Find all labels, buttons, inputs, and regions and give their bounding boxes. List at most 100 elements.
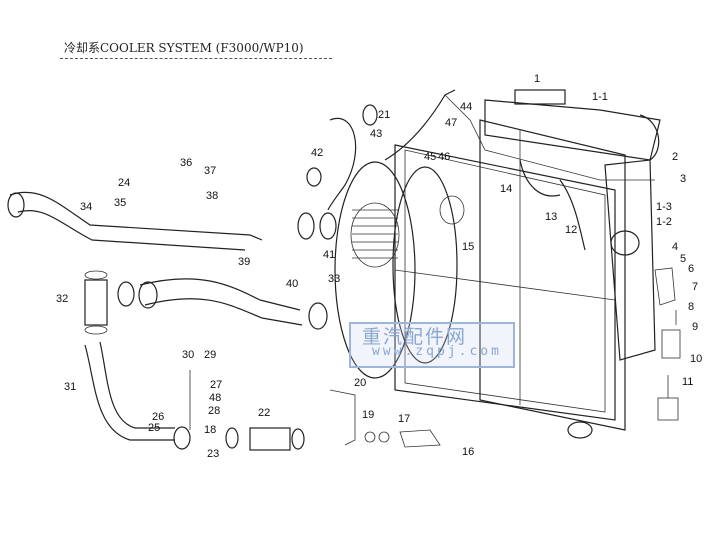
radiator-outlet-pipe — [567, 421, 593, 439]
callout-1-1: 1-1 — [592, 91, 608, 103]
pipe-34-lower — [17, 210, 246, 251]
callout-5: 5 — [680, 253, 686, 265]
callout-18: 18 — [204, 424, 216, 436]
callout-2: 2 — [672, 151, 678, 163]
callout-38: 38 — [206, 190, 218, 202]
bracket-17 — [399, 429, 441, 448]
clamp-33-left-a — [117, 281, 135, 307]
callout-39: 39 — [238, 256, 250, 268]
callout-12: 12 — [565, 224, 577, 236]
hose-31-a — [84, 344, 175, 441]
fan-coupling — [350, 202, 400, 268]
callout-33: 33 — [328, 273, 340, 285]
pipe-3 — [444, 94, 655, 181]
fitting-25 — [173, 426, 191, 450]
callout-14: 14 — [500, 183, 512, 195]
callout-28: 28 — [208, 405, 220, 417]
callout-43: 43 — [370, 128, 382, 140]
diagram-title: 冷却系COOLER SYSTEM (F3000/WP10) — [64, 41, 304, 55]
clamp-21-top — [362, 104, 378, 126]
callout-45: 45 — [424, 151, 436, 163]
radiator-mid-line — [394, 269, 616, 301]
callout-8: 8 — [688, 301, 694, 313]
callout-34: 34 — [80, 201, 92, 213]
bracket-7 — [654, 267, 676, 306]
callout-17: 17 — [398, 413, 410, 425]
charge-air-pipes — [7, 191, 337, 335]
callout-42: 42 — [311, 147, 323, 159]
upper-hose-12 — [519, 159, 561, 197]
callout-16: 16 — [462, 446, 474, 458]
callout-25: 25 — [148, 422, 160, 434]
sleeve-32 — [84, 279, 108, 326]
watermark-name: 重汽配件网 — [362, 326, 468, 348]
callout-11: 11 — [682, 376, 693, 388]
callout-10: 10 — [690, 353, 702, 365]
plate-9 — [661, 329, 681, 359]
callout-37: 37 — [204, 165, 216, 177]
callout-6: 6 — [688, 263, 694, 275]
pipe-end-left — [7, 192, 25, 218]
hose-43 — [327, 117, 357, 211]
pipe-40-lower — [144, 298, 303, 326]
filler-neck — [639, 114, 660, 161]
callout-27: 27 — [210, 379, 222, 391]
callout-30: 30 — [182, 349, 194, 361]
callout-46: 46 — [438, 151, 450, 163]
upper-coolant-lines — [306, 89, 655, 211]
callout-31: 31 — [64, 381, 76, 393]
callout-21: 21 — [378, 109, 390, 121]
shroud-ring-outer — [334, 161, 416, 379]
pad-11 — [657, 397, 679, 421]
callout-41: 41 — [323, 249, 335, 261]
shroud-ring-inner — [392, 166, 458, 364]
callout-29: 29 — [204, 349, 216, 361]
callout-13: 13 — [545, 211, 557, 223]
callout-3: 3 — [680, 173, 686, 185]
clamp-41 — [319, 212, 337, 240]
callout-22: 22 — [258, 407, 270, 419]
pipe-34-upper — [9, 191, 263, 241]
clamp-21-sleeve-top — [84, 270, 108, 280]
title-underline — [60, 58, 332, 59]
callout-1-2: 1-2 — [656, 216, 672, 228]
radiator-core-inner — [404, 149, 606, 413]
callout-40: 40 — [286, 278, 298, 290]
washer-18 — [378, 431, 390, 443]
callout-47: 47 — [445, 117, 457, 129]
washer-19 — [364, 431, 376, 443]
callout-9: 9 — [692, 321, 698, 333]
ring-33-part — [439, 195, 465, 225]
callout-1-3: 1-3 — [656, 201, 672, 213]
tank-cap-housing — [514, 89, 566, 105]
callout-19: 19 — [362, 409, 374, 421]
watermark-url: www.zqpj.com — [372, 344, 502, 359]
fan-shroud — [334, 161, 465, 379]
clamp-33-right — [308, 302, 328, 330]
part-callouts: 11-1231-31-24567891011121314151617181920… — [56, 73, 702, 460]
radiator-side-bracket — [604, 159, 656, 361]
hose-31-b — [99, 341, 175, 429]
callout-1: 1 — [534, 73, 540, 85]
radiator-inlet-pipe — [610, 230, 640, 256]
clamp-33-upper — [297, 212, 315, 240]
watermark-box — [349, 322, 515, 368]
radiator-rear-frame — [479, 119, 626, 431]
callout-24: 24 — [118, 177, 130, 189]
callout-32: 32 — [56, 293, 68, 305]
hose-12 — [559, 179, 586, 251]
callout-23: 23 — [207, 448, 219, 460]
pipe-47 — [384, 89, 456, 161]
radiator-assembly — [394, 89, 661, 439]
lower-coolant-lines — [84, 341, 441, 451]
callout-36: 36 — [180, 157, 192, 169]
clamp-21-lower-a — [225, 427, 239, 449]
callout-48: 48 — [209, 392, 221, 404]
clamp-21-lower-b — [291, 428, 305, 450]
callout-7: 7 — [692, 281, 698, 293]
right-mounting-parts — [654, 267, 681, 421]
callout-20: 20 — [354, 377, 366, 389]
fan-bellows — [352, 209, 398, 259]
